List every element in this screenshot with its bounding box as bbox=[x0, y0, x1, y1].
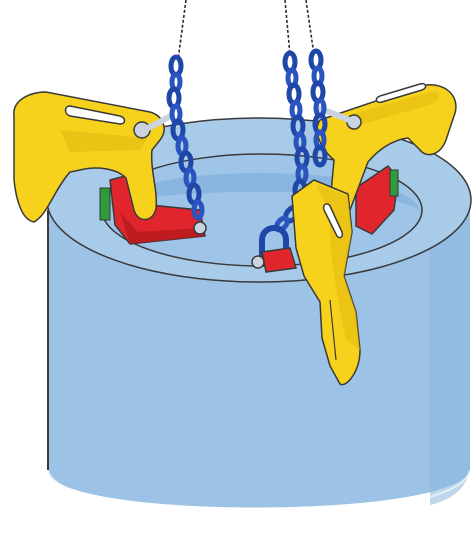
left-rope bbox=[178, 0, 186, 60]
left-clamp-green-pad bbox=[100, 188, 110, 220]
shackle-pin bbox=[252, 256, 264, 268]
left-chain-shackle-pin bbox=[194, 222, 206, 234]
cylinder-shade bbox=[430, 205, 470, 505]
center-rope bbox=[285, 0, 290, 55]
ropes bbox=[178, 0, 314, 60]
right-rope bbox=[306, 0, 314, 55]
front-clamp-red-jaw bbox=[262, 248, 296, 272]
concrete-ring bbox=[47, 118, 471, 515]
right-clamp-green-pad bbox=[390, 170, 398, 196]
